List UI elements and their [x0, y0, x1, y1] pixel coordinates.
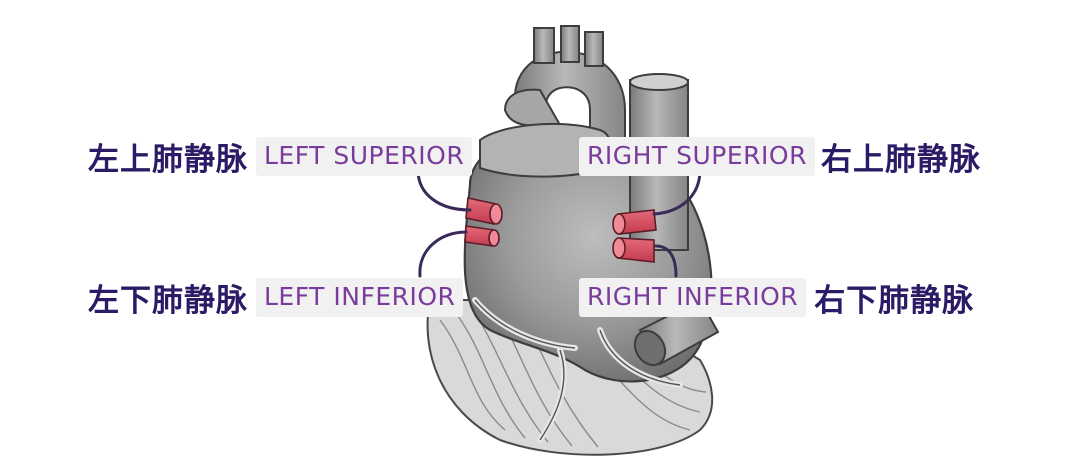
label-left-superior: 左上肺静脉 LEFT SUPERIOR: [88, 134, 473, 179]
label-left-superior-en: LEFT SUPERIOR: [256, 137, 473, 176]
label-left-inferior-en: LEFT INFERIOR: [256, 278, 464, 317]
label-right-superior-en: RIGHT SUPERIOR: [579, 137, 815, 176]
leader-lines: [416, 168, 702, 278]
label-right-inferior-zh: 右下肺静脉: [814, 283, 975, 319]
aortic-arch: [503, 25, 626, 151]
leader-line-right-superior: [652, 168, 702, 216]
pulmonary-vein-right-superior: [612, 209, 657, 235]
label-right-inferior-en: RIGHT INFERIOR: [579, 278, 807, 317]
label-left-inferior: 左下肺静脉 LEFT INFERIOR: [88, 275, 464, 320]
label-right-superior: RIGHT SUPERIOR 右上肺静脉: [579, 134, 981, 179]
pulmonary-vein-left-inferior: [464, 225, 500, 247]
pulmonary-vein-left-superior: [465, 197, 503, 225]
label-right-superior-zh: 右上肺静脉: [820, 142, 981, 178]
pulmonary-vein-right-inferior: [612, 237, 655, 263]
label-right-inferior: RIGHT INFERIOR 右下肺静脉: [579, 275, 974, 320]
label-left-superior-zh: 左上肺静脉: [88, 142, 248, 178]
leader-line-left-inferior: [418, 230, 468, 278]
leader-line-left-superior: [416, 168, 472, 212]
leader-line-right-inferior: [654, 244, 678, 278]
label-left-inferior-zh: 左下肺静脉: [88, 283, 248, 319]
